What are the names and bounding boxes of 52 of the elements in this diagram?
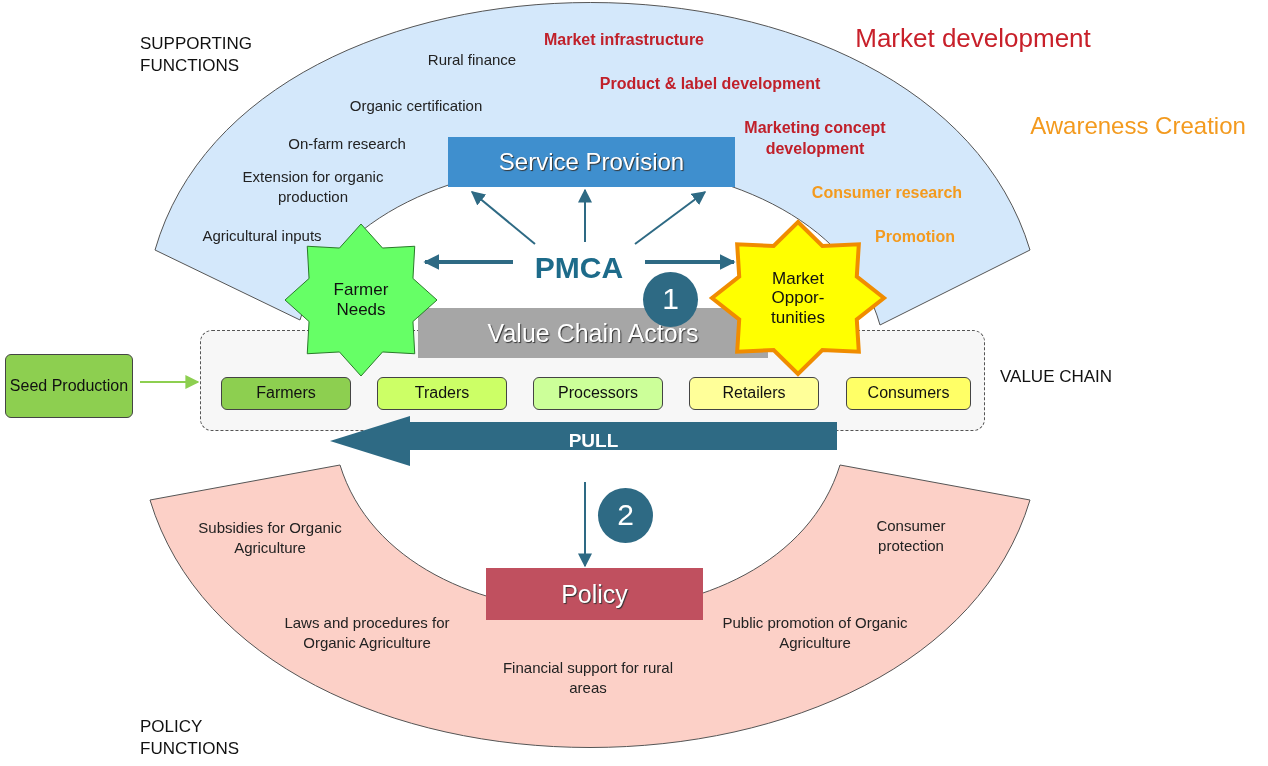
arrow	[470, 191, 536, 245]
arrow	[423, 254, 513, 270]
arrow	[139, 375, 200, 389]
function-label: Agricultural inputs	[201, 226, 323, 246]
function-label: Market infrastructure	[542, 30, 705, 50]
function-label: Financial support for rural areas	[501, 658, 675, 697]
node-label: Processors	[558, 384, 638, 403]
pull-arrow	[330, 416, 837, 466]
node-label: Traders	[414, 384, 470, 403]
node-label: Service Provision	[498, 148, 685, 176]
function-label: SUPPORTING FUNCTIONS	[140, 33, 254, 78]
node-label: Farmer Needs	[332, 280, 390, 320]
function-label: Product & label development	[598, 74, 822, 94]
function-label: Extension for organic production	[241, 167, 385, 206]
arrow	[645, 254, 736, 270]
arrow	[578, 188, 592, 243]
function-label: Marketing concept development	[743, 118, 887, 159]
arrow	[634, 191, 707, 245]
function-label: Organic certification	[348, 96, 484, 116]
actor-box	[377, 377, 507, 410]
node-label: Retailers	[722, 384, 786, 403]
function-label: Subsidies for Organic Agriculture	[197, 518, 343, 557]
node-label: 2	[617, 498, 634, 533]
actor-box	[689, 377, 819, 410]
node-label: Farmers	[256, 384, 316, 403]
function-label: Rural finance	[426, 50, 518, 70]
step-circle	[598, 488, 653, 543]
function-label: Awareness Creation	[1029, 111, 1247, 141]
arrow	[578, 481, 592, 568]
function-label: On-farm research	[287, 134, 407, 154]
node-label: Value Chain Actors	[487, 318, 699, 348]
function-label: Market development	[854, 22, 1092, 55]
node-label: 1	[662, 282, 679, 317]
actor-box	[846, 377, 971, 410]
function-label: Consumer research	[810, 183, 964, 203]
node-label: Market Oppor- tunities	[770, 268, 826, 328]
function-label: Consumer protection	[875, 516, 947, 555]
side-label: VALUE CHAIN	[1000, 367, 1113, 387]
node-label: Consumers	[867, 384, 950, 403]
actor-box	[533, 377, 663, 410]
policy-box	[486, 568, 703, 620]
node-label: PMCA	[534, 250, 624, 286]
function-label: Public promotion of Organic Agriculture	[721, 613, 909, 652]
function-label: Promotion	[874, 227, 956, 247]
function-label: POLICY FUNCTIONS	[140, 716, 241, 761]
function-label: Laws and procedures for Organic Agriculture	[283, 613, 451, 652]
node-label: Policy	[561, 579, 628, 609]
seed-box	[5, 354, 133, 418]
service-box	[448, 137, 735, 187]
actor-box	[221, 377, 351, 410]
node-label: Seed Production	[9, 376, 129, 396]
node-label: PULL	[568, 430, 619, 452]
